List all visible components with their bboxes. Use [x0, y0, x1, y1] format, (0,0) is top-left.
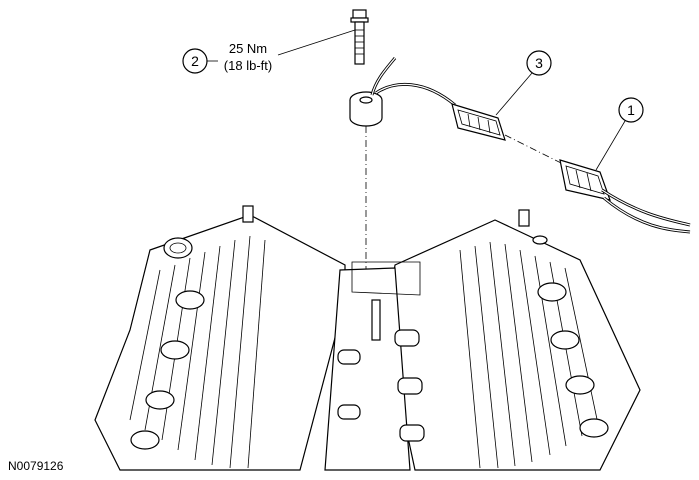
- left-oil-cap: [163, 237, 193, 259]
- engine-block: [94, 205, 641, 471]
- callout-3: 3: [495, 50, 552, 116]
- callout-2: 2: [182, 48, 218, 74]
- right-ignition-coils: [537, 282, 609, 438]
- callout-1-circle: [618, 97, 644, 123]
- knock-sensor: [349, 91, 383, 127]
- sensor-pigtail: [370, 57, 456, 107]
- callout-3-circle: [526, 50, 552, 76]
- callout-3-leader: [495, 72, 533, 116]
- torque-leader-line: [277, 29, 356, 56]
- callout-1-leader: [595, 120, 626, 171]
- callout-2-number: 2: [191, 53, 199, 69]
- figure-id: N0079126: [8, 459, 64, 473]
- torque-metric-label: 25 Nm: [229, 41, 267, 56]
- sensor-connector: [451, 103, 506, 141]
- harness-connector: [559, 159, 691, 234]
- right-plug: [532, 235, 548, 245]
- right-stud: [518, 209, 530, 227]
- callout-3-number: 3: [535, 55, 543, 71]
- left-ignition-coils: [130, 290, 205, 450]
- bolt: [350, 9, 369, 65]
- left-stud: [242, 205, 254, 223]
- callout-1-number: 1: [627, 102, 635, 118]
- callout-1: 1: [595, 97, 644, 171]
- engine-valley: [324, 261, 425, 471]
- torque-imperial-label: (18 lb-ft): [224, 58, 272, 73]
- connector-alignment-line: [504, 134, 566, 166]
